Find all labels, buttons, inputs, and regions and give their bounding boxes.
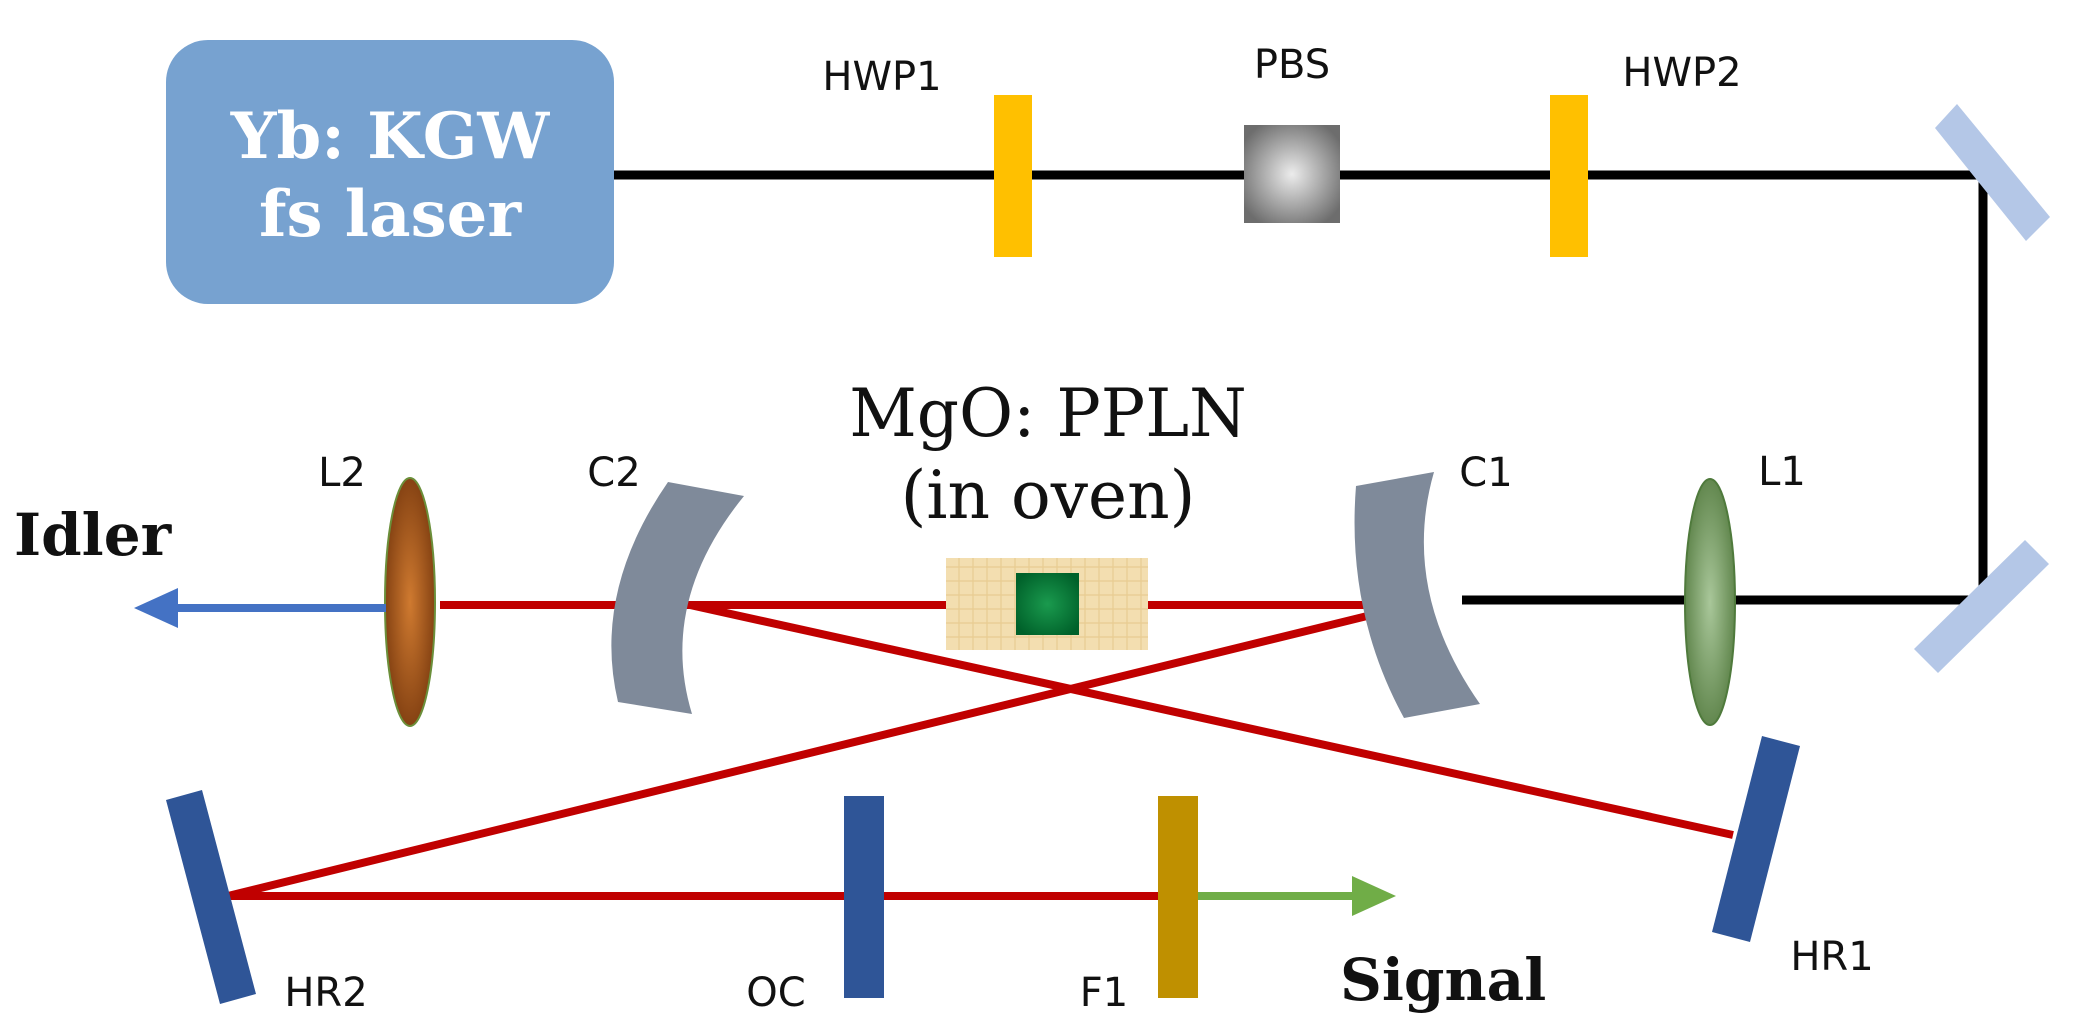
cavity-beam-c1-to-hr2 [227, 601, 1413, 900]
crystal-label-line1: MgO: PPLN [849, 375, 1247, 452]
c2-label: C2 [587, 450, 640, 496]
mirror-hr2 [166, 790, 256, 1004]
cavity-beam-c2-to-hr1 [689, 601, 1734, 839]
hwp1-label: HWP1 [822, 54, 941, 100]
l2-label: L2 [318, 450, 366, 496]
laser-label-line1: Yb: KGW [230, 99, 551, 174]
hr2-label: HR2 [284, 970, 367, 1016]
steering-mirror-top [1935, 104, 2050, 241]
signal-arrowhead [1352, 876, 1396, 916]
f1-label: F1 [1080, 970, 1128, 1016]
polarizing-beam-splitter [1244, 125, 1340, 223]
concave-mirror-c2 [611, 482, 744, 714]
l1-label: L1 [1758, 449, 1806, 495]
mirror-hr1 [1712, 736, 1800, 942]
idler-label: Idler [14, 501, 173, 569]
pbs-label: PBS [1254, 42, 1330, 88]
crystal-label-line2: (in oven) [901, 457, 1196, 534]
hr1-label: HR1 [1790, 934, 1873, 980]
steering-mirror-bottom [1914, 540, 2049, 673]
lens-l2 [384, 477, 436, 727]
laser-source-box [166, 40, 614, 304]
laser-label-line2: fs laser [259, 177, 522, 252]
concave-mirror-c1 [1354, 472, 1480, 718]
ppln-crystal [1016, 573, 1079, 635]
hwp2-label: HWP2 [1622, 50, 1741, 96]
filter-f1 [1158, 796, 1198, 998]
half-wave-plate-1 [994, 95, 1032, 257]
idler-arrowhead [134, 588, 178, 628]
output-coupler [844, 796, 884, 998]
half-wave-plate-2 [1550, 95, 1588, 257]
oc-label: OC [746, 970, 805, 1016]
lens-l1 [1684, 478, 1736, 726]
signal-label: Signal [1340, 946, 1546, 1014]
c1-label: C1 [1459, 450, 1512, 496]
